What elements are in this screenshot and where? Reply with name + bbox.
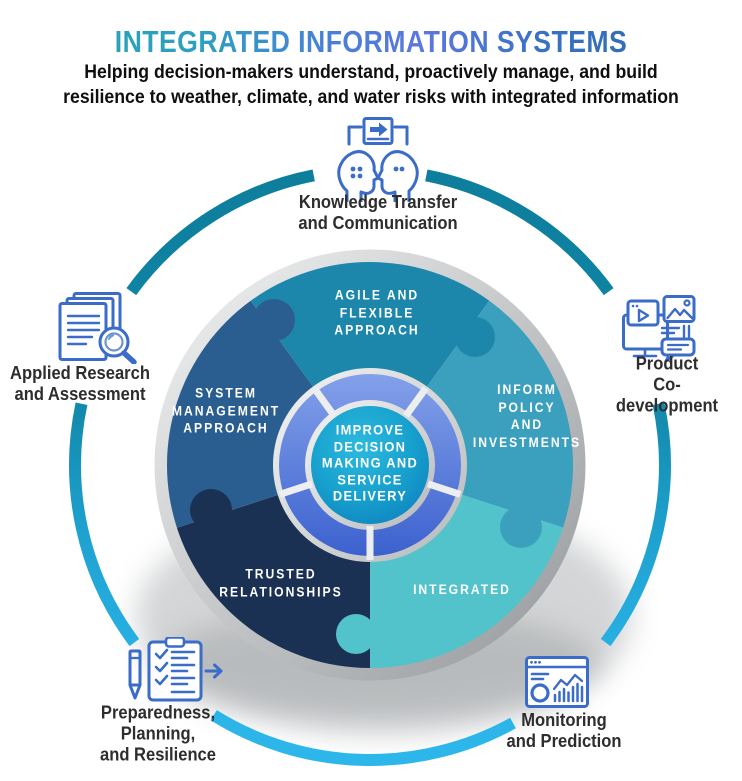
- puzzle-knob-inform-integrated: [500, 506, 542, 548]
- wedge-label-integrated: INTEGRATED: [413, 582, 511, 598]
- screens-media-icon: [622, 295, 696, 363]
- wedge-label-inform: INFORM POLICY AND INVESTMENTS: [472, 381, 582, 450]
- wedge-agile: [250, 262, 490, 465]
- puzzle-knob-agile-inform: [455, 317, 495, 357]
- orbit-arc-top-right: [425, 169, 614, 296]
- documents-magnifier-icon: [58, 292, 137, 364]
- satellite-label-product: Product Co-development: [615, 353, 719, 416]
- orbit-arc-bottom: [210, 710, 516, 766]
- inner-wheel-dividers: [278, 386, 462, 560]
- dashboard-charts-icon: [525, 656, 589, 708]
- satellite-label-research: Applied Research and Assessment: [10, 362, 150, 404]
- orbit-arc-right: [600, 402, 671, 647]
- puzzle-knob-system-agile: [253, 299, 295, 341]
- satellite-label-knowledge: Knowledge Transfer and Communication: [298, 191, 458, 233]
- satellite-label-monitoring: Monitoring and Prediction: [506, 709, 622, 751]
- orbit-arc-top-left: [126, 169, 315, 296]
- heads-knowledge-exchange-icon: [337, 117, 419, 202]
- inner-wheel: [273, 368, 467, 562]
- hub-label: IMPROVE DECISION MAKING AND SERVICE DELI…: [321, 421, 419, 504]
- puzzle-knob-integrated-trusted: [336, 614, 376, 654]
- wedge-label-trusted: TRUSTED RELATIONSHIPS: [219, 566, 343, 599]
- orbit-arc-left: [69, 402, 140, 647]
- hub-circle: [311, 406, 429, 524]
- page-title: INTEGRATED INFORMATION SYSTEMS: [52, 26, 690, 57]
- wedge-label-system: SYSTEM MANAGEMENT APPROACH: [171, 385, 281, 436]
- orbit-ring: [69, 169, 671, 766]
- checklist-pencil-arrow-icon: [128, 637, 223, 702]
- wedge-label-agile: AGILE AND FLEXIBLE APPROACH: [334, 287, 420, 338]
- puzzle-knob-trusted-system: [190, 489, 232, 531]
- page-subtitle: Helping decision-makers understand, proa…: [63, 62, 679, 108]
- satellite-label-preparedness: Preparedness, Planning, and Resilience: [100, 702, 216, 765]
